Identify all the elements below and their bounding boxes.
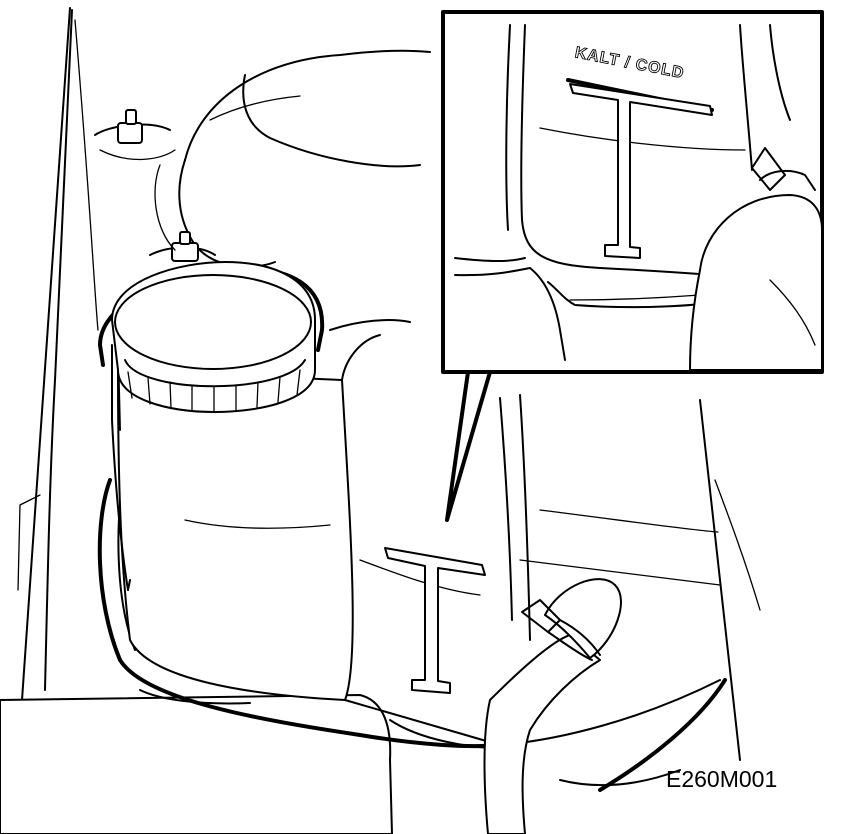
callout-leader-line <box>445 370 492 522</box>
filler-cap <box>98 261 325 591</box>
engine-bay-background <box>0 7 761 834</box>
coolant-hose <box>483 578 622 834</box>
magnified-inset: KALT / COLD <box>441 10 824 374</box>
figure-code-label: E260M001 <box>666 766 777 792</box>
expansion-tank <box>97 319 727 792</box>
cold-level-mark <box>384 547 486 694</box>
